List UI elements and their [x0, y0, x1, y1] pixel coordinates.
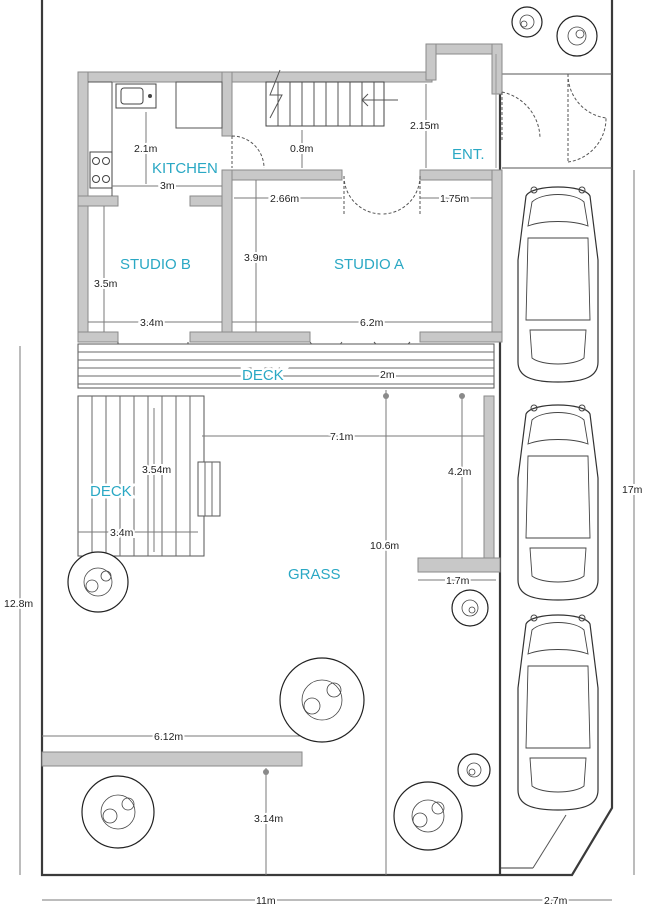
tree-icon [67, 6, 598, 851]
studio-b-height-dim: 3.5m [94, 278, 118, 290]
studio-a-label: STUDIO A [334, 256, 404, 273]
deck-left-height-dim: 3.54m [142, 464, 171, 476]
stairs-icon [265, 69, 398, 127]
studio-a-door-left-dim: 2.66m [270, 193, 299, 205]
plot-height-dim: 12.8m [4, 598, 33, 610]
right-wall-height-dim: 4.2m [448, 466, 472, 478]
studio-a-height-dim: 3.9m [244, 252, 268, 264]
entrance-label: ENT. [452, 146, 485, 163]
plot-width-dim: 11m [256, 895, 276, 905]
studio-b-label: STUDIO B [120, 256, 191, 273]
grass-label: GRASS [288, 566, 341, 583]
deck-top-label: DECK [242, 367, 284, 384]
studio-a-width-dim: 6.2m [360, 317, 384, 329]
deck-to-edge-dim: 7.1m [330, 431, 354, 443]
grass-height-dim: 10.6m [370, 540, 399, 552]
sink-icon [115, 83, 157, 109]
stair-gap-dim: 0.8m [290, 143, 314, 155]
studio-b-width-dim: 3.4m [140, 317, 164, 329]
deck-left-label: DECK [90, 483, 132, 500]
stove-icon [89, 151, 113, 189]
boundary-walls [41, 395, 501, 767]
dimension-lines [19, 84, 635, 901]
kitchen-width-dim: 3m [160, 180, 175, 192]
deck-depth-dim: 2m [380, 369, 395, 381]
right-wall-width-dim: 1.7m [446, 575, 470, 587]
kitchen-depth-dim: 2.1m [134, 143, 158, 155]
building-walls [77, 43, 503, 343]
parking-width-dim: 2.7m [544, 895, 568, 905]
entrance-height-dim: 2.15m [410, 120, 439, 132]
kitchen-label: KITCHEN [152, 160, 218, 177]
deck-left-width-dim: 3.4m [110, 527, 134, 539]
measurement-labels: 2.1m 3m 0.8m 2.15m 2.66m 1.75m 3.9m 3.5m… [2, 118, 645, 905]
fence-length-dim: 6.12m [154, 731, 183, 743]
deck-top [77, 343, 495, 389]
studio-a-door-right-dim: 1.75m [440, 193, 469, 205]
parking-height-dim: 17m [622, 484, 643, 496]
car-icon [517, 186, 599, 811]
fence-to-bottom-dim: 3.14m [254, 813, 283, 825]
deck-left [77, 395, 221, 557]
